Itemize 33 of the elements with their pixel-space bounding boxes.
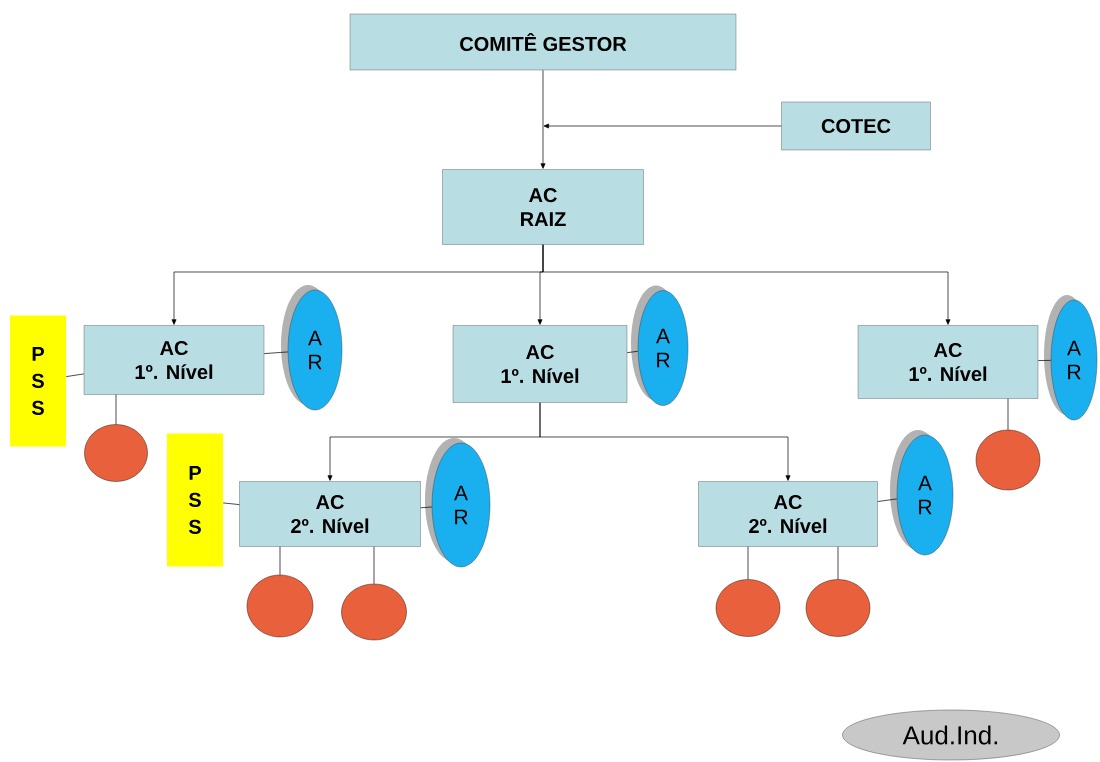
connector-line (279, 546, 281, 576)
connector-line (626, 350, 639, 354)
org-box: COMITÊ GESTOR (349, 13, 737, 71)
org-box: AC 1º. Nível (857, 325, 1039, 399)
connector-line (222, 502, 240, 505)
arrow (539, 402, 791, 481)
connector-line (1037, 360, 1052, 361)
circle (246, 574, 314, 638)
org-box: AC 2º. Nível (239, 481, 421, 547)
connector-line (420, 506, 433, 509)
label-box: P S S (10, 315, 66, 447)
connector-line (115, 394, 117, 425)
connector-line (747, 546, 749, 580)
connector-line (65, 373, 85, 377)
connector-line (1007, 398, 1009, 431)
org-box: AC 1º. Nível (452, 325, 628, 403)
connector-line (877, 498, 898, 502)
org-box: AC 2º. Nível (698, 481, 878, 547)
circle (341, 583, 407, 641)
connector-line (263, 351, 289, 354)
arrow (543, 123, 782, 129)
circle (715, 579, 781, 637)
circle (805, 579, 871, 637)
arrow (542, 244, 951, 325)
circle (975, 429, 1041, 491)
arrow (540, 69, 546, 169)
circle (84, 424, 148, 482)
connector-line (373, 546, 375, 585)
label-box: P S S (167, 433, 223, 567)
org-box: AC RAIZ (442, 169, 644, 245)
connector-line (837, 546, 839, 580)
org-box: COTEC (781, 101, 931, 151)
org-box: AC 1º. Nível (83, 325, 265, 395)
